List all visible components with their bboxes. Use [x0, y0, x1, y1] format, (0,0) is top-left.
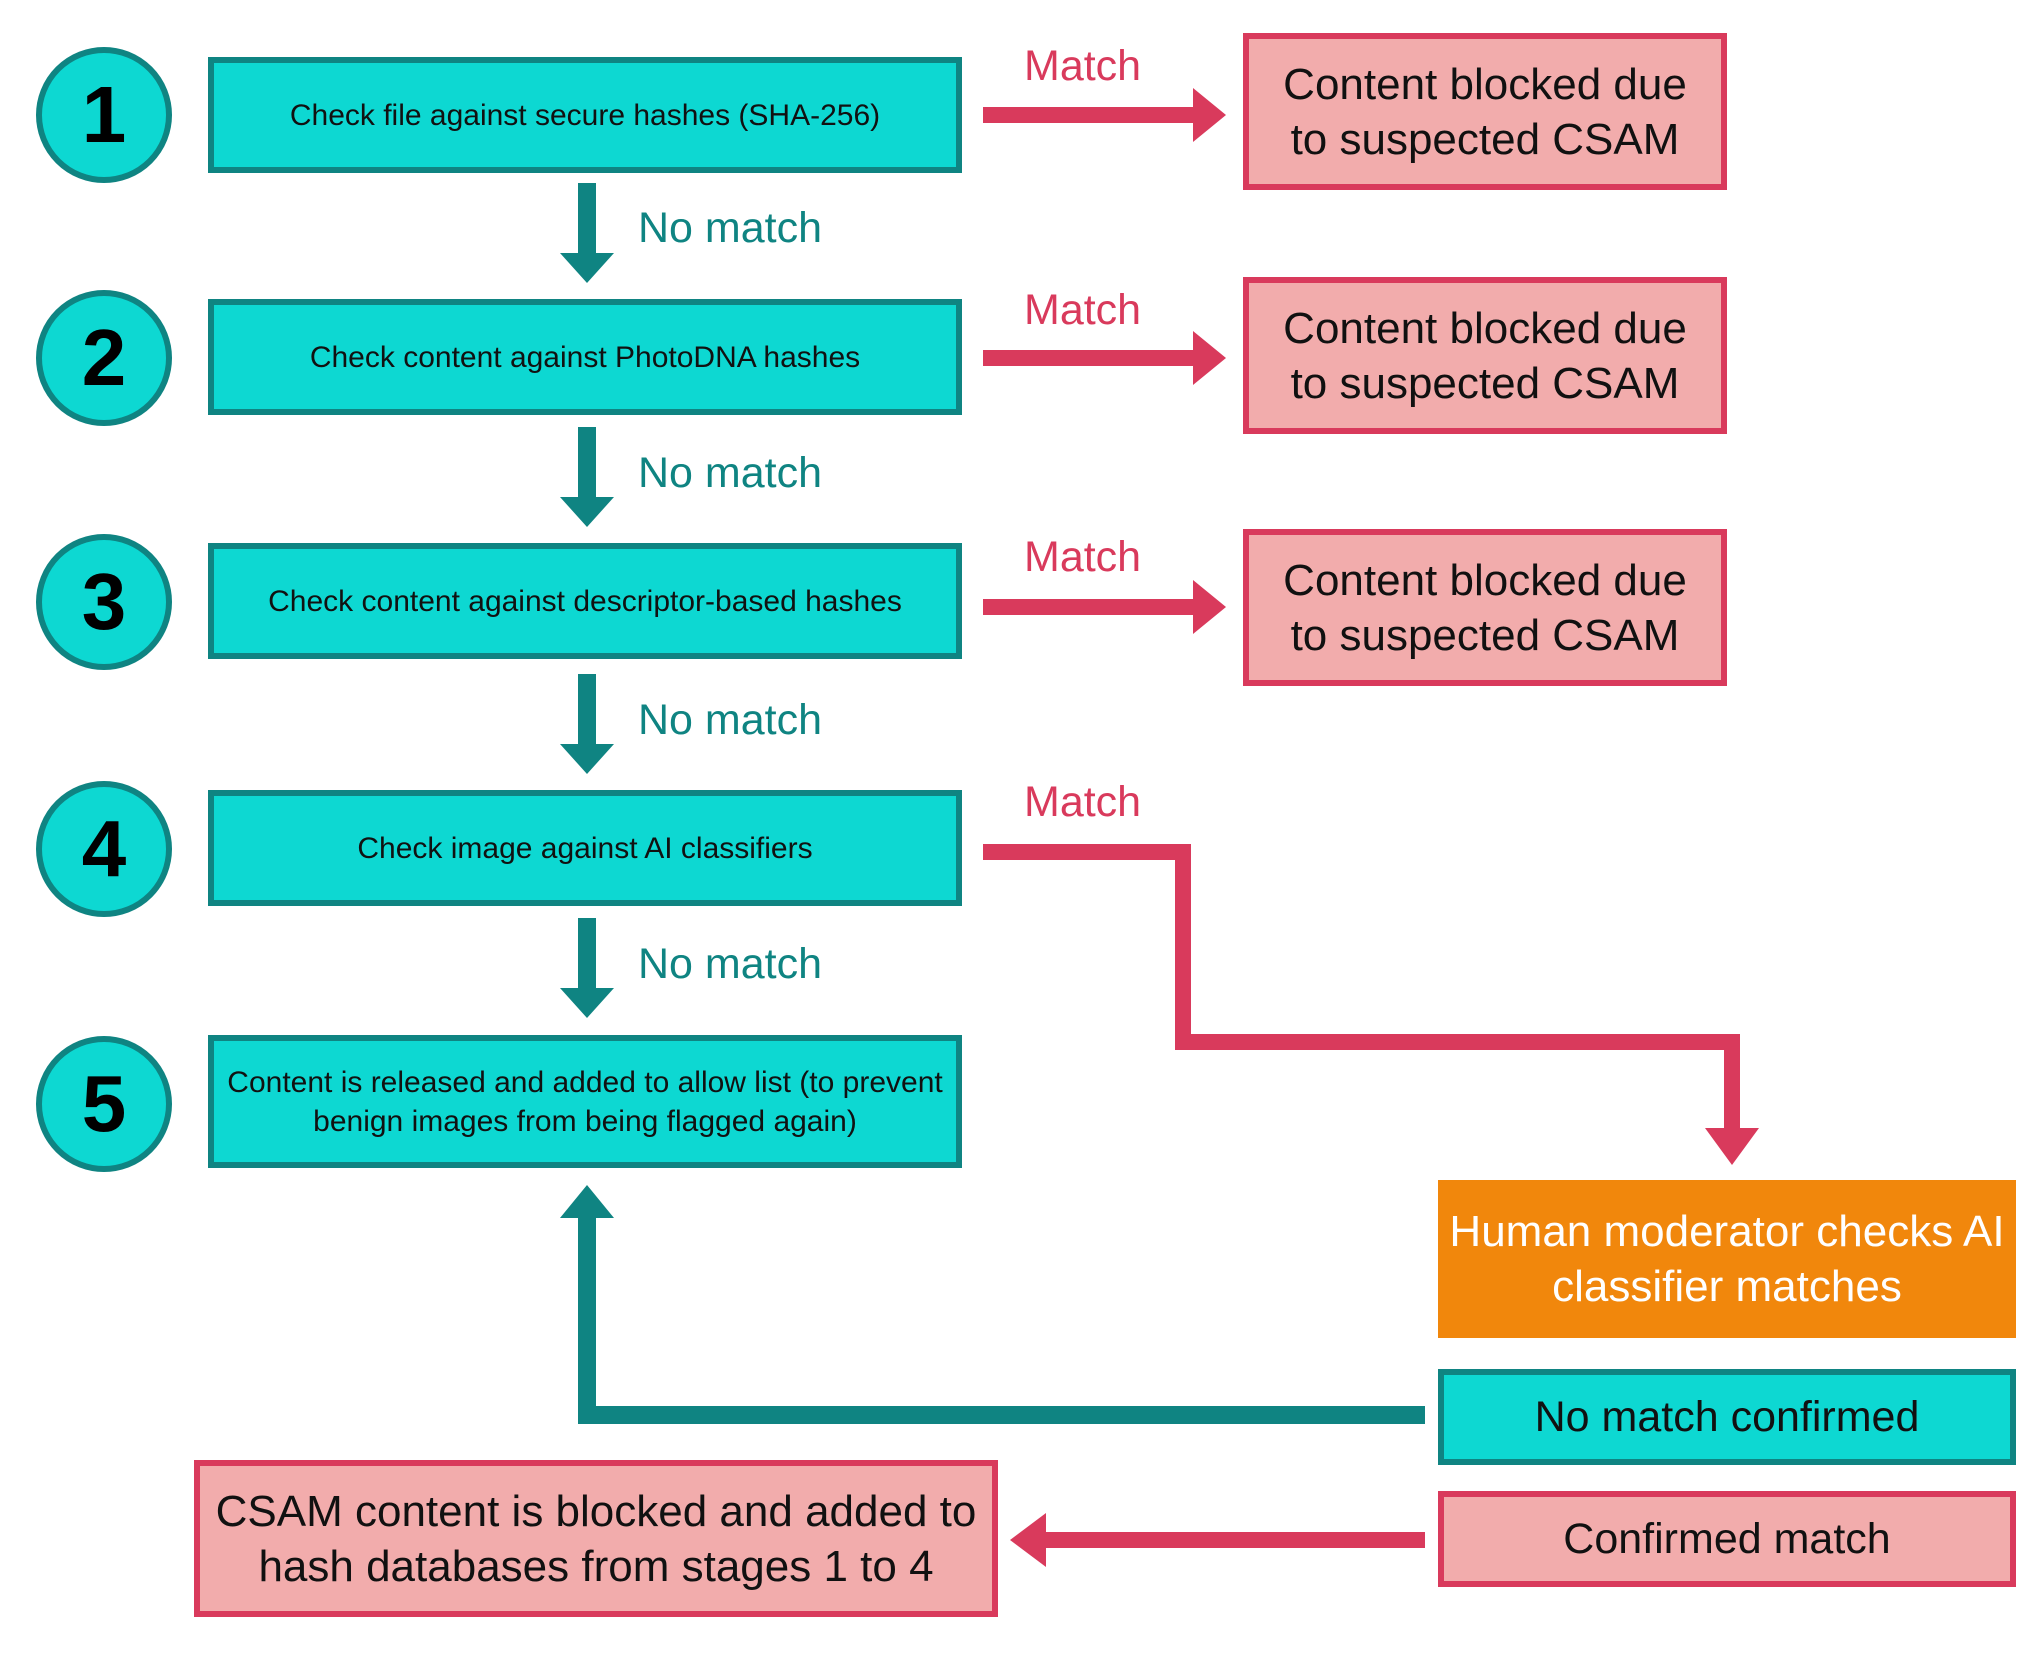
step-number-2: 2: [36, 290, 172, 426]
match-label-3: Match: [1024, 533, 1142, 581]
match-label-4: Match: [1024, 778, 1142, 826]
no-match-label-4: No match: [638, 940, 823, 988]
step-box-5: Content is released and added to allow l…: [208, 1035, 962, 1168]
arrow-right-match-1: [983, 88, 1226, 142]
step-number-1: 1: [36, 47, 172, 183]
blocked-box-2: Content blocked due to suspected CSAM: [1243, 277, 1727, 434]
arrow-head-confirmed-match: [1010, 1513, 1046, 1567]
no-match-confirmed-box: No match confirmed: [1438, 1369, 2016, 1465]
arrow-down-3-4: [560, 674, 614, 774]
arrow-head-no-match-confirmed: [560, 1185, 614, 1218]
arrow-path-no-match-confirmed: [578, 1218, 1425, 1424]
arrow-line-confirmed-match: [1046, 1532, 1425, 1548]
blocked-box-3: Content blocked due to suspected CSAM: [1243, 529, 1727, 686]
no-match-label-1: No match: [638, 204, 823, 252]
blocked-box-1: Content blocked due to suspected CSAM: [1243, 33, 1727, 190]
arrow-down-1-2: [560, 183, 614, 283]
step-number-4: 4: [36, 781, 172, 917]
arrow-down-4-5: [560, 918, 614, 1018]
arrow-head-match-4: [1705, 1128, 1759, 1165]
arrow-path-match-4: [983, 844, 1740, 1128]
step-box-1: Check file against secure hashes (SHA-25…: [208, 57, 962, 173]
human-moderator-box: Human moderator checks AI classifier mat…: [1438, 1180, 2016, 1338]
csam-blocked-final-box: CSAM content is blocked and added to has…: [194, 1460, 998, 1617]
no-match-label-3: No match: [638, 696, 823, 744]
step-box-2: Check content against PhotoDNA hashes: [208, 299, 962, 415]
no-match-label-2: No match: [638, 449, 823, 497]
step-number-3: 3: [36, 534, 172, 670]
match-label-1: Match: [1024, 42, 1142, 90]
arrow-right-match-3: [983, 580, 1226, 634]
match-label-2: Match: [1024, 286, 1142, 334]
arrow-down-2-3: [560, 427, 614, 527]
step-box-4: Check image against AI classifiers: [208, 790, 962, 906]
step-number-5: 5: [36, 1036, 172, 1172]
confirmed-match-box: Confirmed match: [1438, 1491, 2016, 1587]
step-box-3: Check content against descriptor-based h…: [208, 543, 962, 659]
arrow-right-match-2: [983, 331, 1226, 385]
